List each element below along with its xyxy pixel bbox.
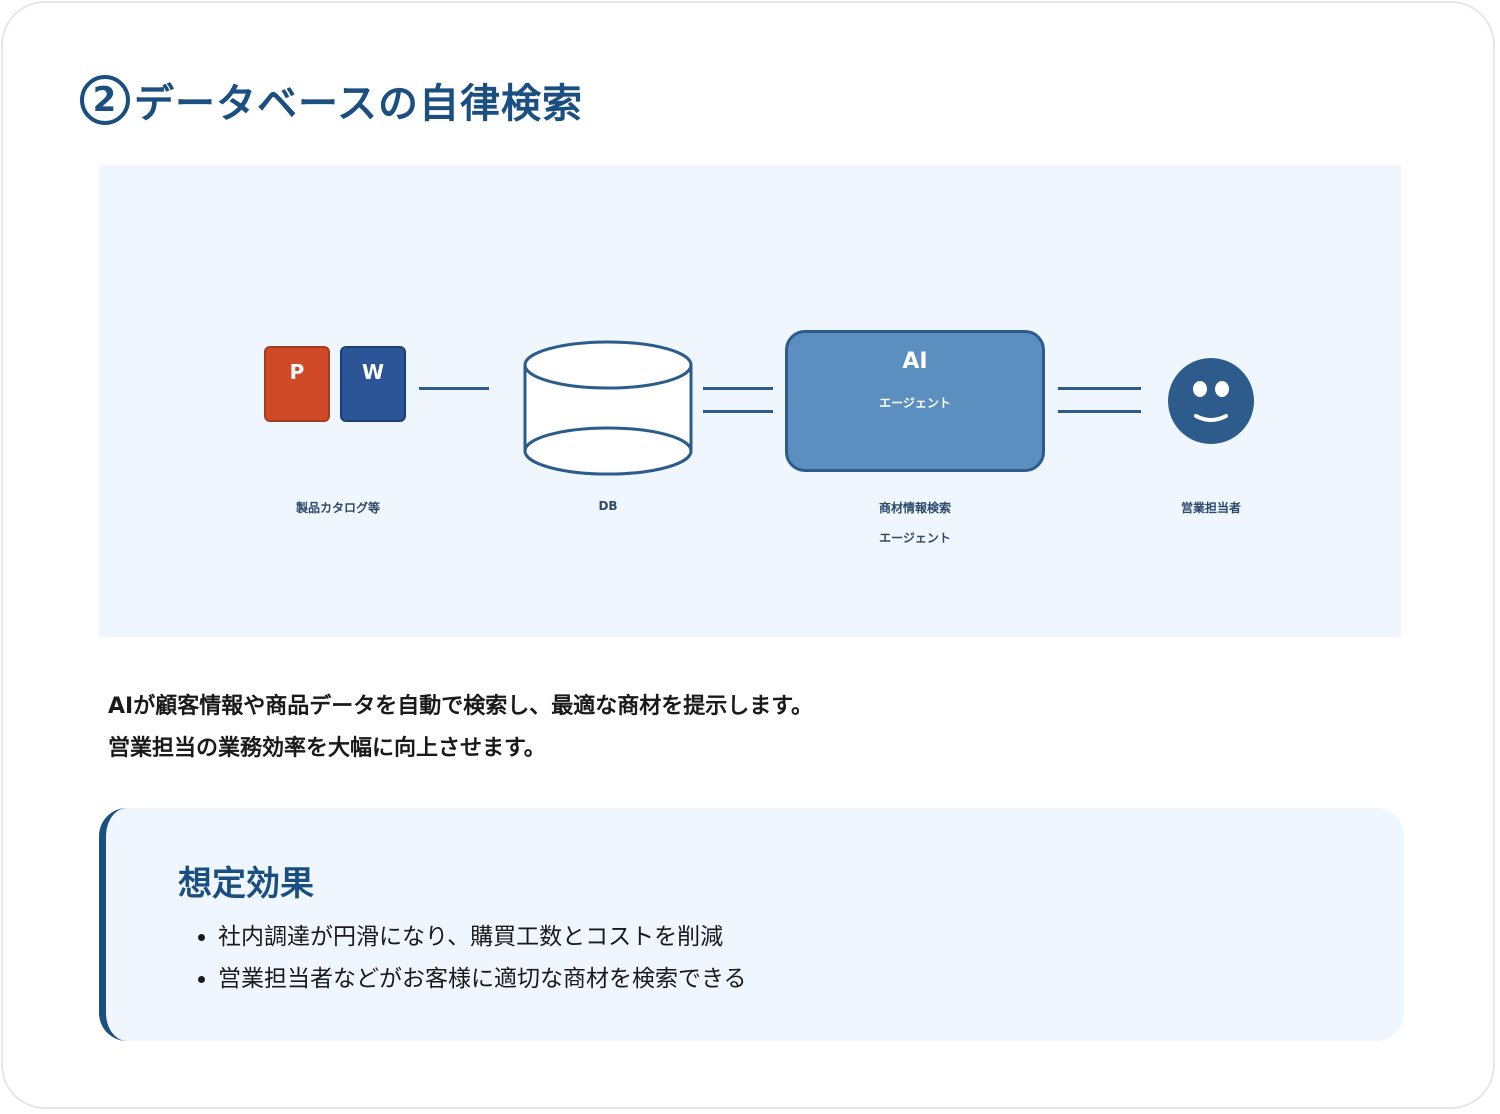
label-user: 営業担当者	[1180, 501, 1241, 515]
database-icon	[523, 340, 693, 476]
doc-letter: W	[361, 360, 385, 384]
connector-line	[419, 387, 489, 390]
effects-list: 社内調達が円滑になり、購買工数とコストを削減 営業担当者などがお客様に適切な商材…	[196, 916, 747, 1000]
smiley-user-icon	[1168, 358, 1254, 444]
ai-agent-box: AI エージェント	[785, 330, 1045, 472]
effects-heading: 想定効果	[178, 864, 314, 904]
word-icon: W	[340, 346, 406, 422]
circled-number: 2	[80, 75, 130, 125]
ai-subtitle: エージェント	[879, 396, 951, 410]
ai-title: AI	[902, 349, 928, 374]
description: AIが顧客情報や商品データを自動で検索し、最適な商材を提示します。 営業担当の業…	[108, 686, 813, 770]
connector-line	[1058, 410, 1141, 413]
expected-effects-box: 想定効果 社内調達が円滑になり、購買工数とコストを削減 営業担当者などがお客様に…	[99, 808, 1404, 1041]
label-db: DB	[598, 499, 618, 513]
page-title: 2 データベースの自律検索	[80, 70, 583, 130]
flow-diagram: P W AI エージェント 製品カタログ等 DB 商材情報検索 エージェント 営…	[99, 165, 1401, 637]
label-agent: 商材情報検索	[878, 501, 951, 515]
powerpoint-icon: P	[264, 346, 330, 422]
effect-item: 営業担当者などがお客様に適切な商材を検索できる	[218, 958, 747, 1000]
connector-line	[703, 410, 773, 413]
connector-line	[703, 387, 773, 390]
label-agent-2: エージェント	[879, 531, 951, 545]
connector-line	[1058, 387, 1141, 390]
description-line: AIが顧客情報や商品データを自動で検索し、最適な商材を提示します。	[108, 694, 814, 719]
description-line: 営業担当の業務効率を大幅に向上させます。	[108, 736, 546, 761]
doc-letter: P	[289, 360, 305, 384]
effect-item: 社内調達が円滑になり、購買工数とコストを削減	[218, 916, 747, 958]
label-docs: 製品カタログ等	[295, 501, 380, 515]
title-text: データベースの自律検索	[134, 81, 583, 127]
